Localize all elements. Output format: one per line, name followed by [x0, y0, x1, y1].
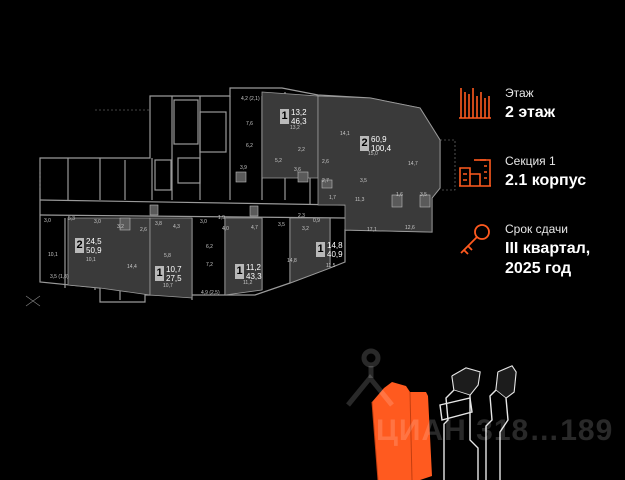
room-area-label: 3,0 — [94, 219, 101, 225]
apartment-6-rooms-badge: 1 — [316, 242, 325, 257]
room-area-label: 3,5 — [278, 222, 285, 228]
room-area-label: 13,2 — [290, 125, 300, 131]
room-area-label: 3,5 — [360, 178, 367, 184]
floor-label: Этаж — [505, 86, 534, 100]
room-area-label: 1,9 — [218, 215, 225, 221]
room-area-label: 3,5 (1,8) — [50, 274, 69, 280]
room-area-label: 2,7 — [322, 178, 329, 184]
key-icon — [460, 224, 490, 255]
room-area-label: 11,3 — [355, 197, 365, 203]
room-area-label: 14,8 — [287, 258, 297, 264]
apartment-5-area-total: 43,3 — [246, 272, 262, 281]
room-area-label: 10,1 — [48, 252, 58, 258]
room-area-label: 15,0 — [368, 151, 378, 157]
room-area-label: 3,0 — [44, 218, 51, 224]
apartment-3-area-living: 24,5 — [86, 237, 102, 246]
room-area-label: 7,6 — [246, 121, 253, 127]
room-area-label: 5,2 — [275, 158, 282, 164]
floor-value: 2 этаж — [505, 104, 556, 121]
section-icon — [459, 159, 491, 187]
apartment-5-rooms-badge: 1 — [235, 264, 244, 279]
apartment-4-area-total: 27,5 — [166, 274, 182, 283]
room-area-label: 14,7 — [408, 161, 418, 167]
apartment-6-area-total: 40,9 — [327, 250, 343, 259]
room-area-label: 6,2 — [246, 143, 253, 149]
room-area-label: 3,9 — [240, 165, 247, 171]
watermark-text: ЦИАН 318…189 — [376, 414, 614, 447]
room-area-label: 1,6 — [396, 192, 403, 198]
room-area-label: 2,2 — [298, 147, 305, 153]
room-area-label: 14,4 — [127, 264, 137, 270]
apartment-4-area-living: 10,7 — [166, 265, 182, 274]
apartment-6-area-living: 14,8 — [327, 241, 343, 250]
apartment-4-rooms-badge: 1 — [155, 266, 164, 281]
room-area-label: 3,8 — [155, 221, 162, 227]
section-value: 2.1 корпус — [505, 172, 587, 189]
room-area-label: 3,2 — [302, 226, 309, 232]
room-area-label: 2,6 — [140, 227, 147, 233]
apartment-1-area-total: 46,3 — [291, 117, 307, 126]
deadline-label: Срок сдачи — [505, 222, 568, 236]
apartment-2-area-total: 100,4 — [371, 144, 392, 153]
apartment-2-rooms-badge: 2 — [360, 136, 369, 151]
room-area-label: 4,2 (2,1) — [241, 96, 260, 102]
room-area-label: 14,1 — [340, 131, 350, 137]
apartment-1-rooms-badge: 1 — [280, 109, 289, 124]
room-area-label: 3,6 — [294, 167, 301, 173]
room-area-label: 3,0 — [200, 219, 207, 225]
apartment-3-area-total: 50,9 — [86, 246, 102, 255]
room-area-label: 3,5 — [420, 192, 427, 198]
room-area-label: 4,7 — [251, 225, 258, 231]
room-area-label: 1,7 — [329, 195, 336, 201]
room-area-label: 4,3 — [173, 224, 180, 230]
room-area-label: 4,9 (2,5) — [201, 290, 220, 296]
room-area-label: 17,1 — [367, 227, 377, 233]
floor-icon — [459, 88, 491, 119]
apartment-3-rooms-badge: 2 — [75, 238, 84, 253]
room-area-label: 11,2 — [243, 280, 253, 286]
room-area-label: 5,3 — [68, 216, 75, 222]
room-area-label: 3,2 — [117, 224, 124, 230]
apartment-5-area-living: 11,2 — [246, 263, 261, 272]
room-area-label: 5,8 — [164, 253, 171, 259]
room-area-label: 2,3 — [298, 213, 305, 219]
room-area-label: 10,7 — [163, 283, 173, 289]
room-area-label: 4,0 — [222, 226, 229, 232]
compass-icon — [25, 295, 41, 307]
deadline-value: III квартал, 2025 год — [505, 240, 591, 277]
apartment-1-area-living: 13,2 — [291, 108, 307, 117]
apartment-2-area-living: 60,9 — [371, 135, 387, 144]
room-area-label: 12,6 — [405, 225, 415, 231]
section-label: Секция 1 — [505, 154, 556, 168]
room-area-label: 10,1 — [86, 257, 96, 263]
room-area-label: 2,6 — [322, 159, 329, 165]
room-area-label: 0,9 — [313, 218, 320, 224]
room-area-label: 11,5 — [326, 263, 336, 269]
room-area-label: 7,2 — [206, 262, 213, 268]
room-area-label: 6,2 — [206, 244, 213, 250]
